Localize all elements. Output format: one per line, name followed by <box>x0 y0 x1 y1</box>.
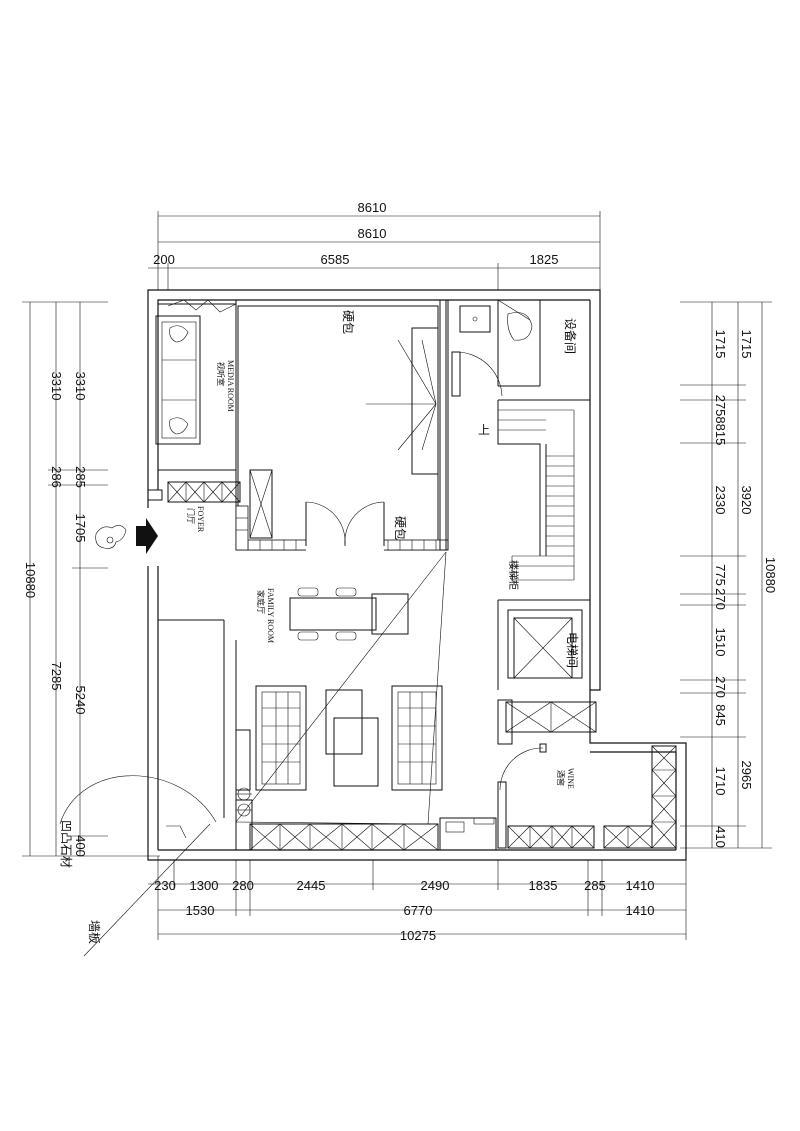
dim-right-mid-3: 2965 <box>739 761 754 790</box>
sofa-left <box>255 685 307 791</box>
dim-right-inner-2: 2758815 <box>713 395 728 446</box>
dim-bottom-8: 1410 <box>626 878 655 893</box>
soft-pack-label-2: 硬包 <box>393 516 407 540</box>
dim-right-inner-4: 775 <box>713 564 728 586</box>
wine-label-en: WINE <box>566 768 575 789</box>
tv-cabinet <box>411 327 439 475</box>
family-room-label-en: FAMILY ROOM <box>266 588 275 643</box>
dim-left-outer: 10880 <box>23 562 38 598</box>
media-room-label-en: MEDIA ROOM <box>226 360 235 412</box>
dim-right-inner-9: 1710 <box>713 767 728 796</box>
soft-pack-room: 硬包 硬包 <box>235 299 449 552</box>
coffee-table <box>325 689 363 755</box>
dim-bottom-2: 1300 <box>190 878 219 893</box>
elevator-label: 电梯间 <box>565 632 579 668</box>
toilet <box>507 312 533 341</box>
foyer: FOYER 门厅 <box>95 469 273 554</box>
right-dimensions: 1715 2758815 2330 775 270 1510 270 845 1… <box>680 301 778 849</box>
dim-left-mid-3: 7285 <box>49 662 64 691</box>
dim-right-inner-6: 1510 <box>713 628 728 657</box>
dim-right-inner-1: 1715 <box>713 330 728 359</box>
dim-right-inner-5: 270 <box>713 588 728 610</box>
equipment-room-label: 设备间 <box>563 318 577 354</box>
dim-left-mid-1: 3310 <box>49 372 64 401</box>
elevator: 电梯间 <box>507 609 583 679</box>
dim-bottom-7: 285 <box>584 878 606 893</box>
dim-bottom-4: 2445 <box>297 878 326 893</box>
dim-right-inner-3: 2330 <box>713 486 728 515</box>
foyer-label-cn: 门厅 <box>186 508 196 524</box>
wc-equipment: 设备间 <box>459 299 577 354</box>
dim-top-seg-2: 6585 <box>321 252 350 267</box>
stone-note-label: 凹凸石材 <box>59 820 73 868</box>
dim-left-inner-5: 400 <box>73 835 88 857</box>
stair-up-label: 上 <box>478 423 490 437</box>
stair-cabinet-label: 楼梯柜 <box>507 560 520 590</box>
dim-right-outer: 10880 <box>763 557 778 593</box>
dim-right-inner-10: 410 <box>713 826 728 848</box>
stair-steps <box>498 409 575 581</box>
dim-bottom-6: 1835 <box>529 878 558 893</box>
sofa <box>155 315 201 445</box>
dim-bottom-3: 280 <box>232 878 254 893</box>
bottom-dimensions: 230 1300 280 2445 2490 1835 285 1410 153… <box>148 856 687 943</box>
family-room: FAMILY ROOM 家庭厅 <box>235 551 447 825</box>
wash-basin <box>459 305 491 333</box>
foyer-cabinet <box>249 469 273 539</box>
dim-left-inner-3: 1705 <box>73 514 88 543</box>
dining-table <box>289 597 377 631</box>
soft-pack-label-1: 硬包 <box>341 310 355 334</box>
dim-top-total-2: 8610 <box>358 226 387 241</box>
dim-top-total-1: 8610 <box>358 200 387 215</box>
dim-bottom2-3: 1410 <box>626 903 655 918</box>
staircase: 上 楼梯柜 <box>445 300 590 690</box>
wine-cellar: WINE 酒窖 <box>497 699 677 849</box>
dim-top-seg-3: 1825 <box>530 252 559 267</box>
media-room-label-cn: 视听室 <box>216 362 226 386</box>
decorative-figure-icon <box>95 525 127 549</box>
left-dimensions: 10880 3310 286 7285 3310 285 1705 5240 4… <box>22 301 160 857</box>
dim-right-mid-1: 1715 <box>739 330 754 359</box>
dim-right-inner-8: 845 <box>713 704 728 726</box>
foyer-label-en: FOYER <box>196 506 205 533</box>
dim-bottom-total: 10275 <box>400 928 436 943</box>
dim-bottom-1: 230 <box>154 878 176 893</box>
dim-left-inner-4: 5240 <box>73 686 88 715</box>
dim-left-inner-1: 3310 <box>73 372 88 401</box>
dim-bottom2-1: 1530 <box>186 903 215 918</box>
dim-bottom-5: 2490 <box>421 878 450 893</box>
media-room: MEDIA ROOM 视听室 <box>155 299 237 471</box>
dim-left-mid-2: 286 <box>49 466 64 488</box>
dim-left-inner-2: 285 <box>73 466 88 488</box>
family-room-label-cn: 家庭厅 <box>256 590 266 614</box>
dim-top-seg-1: 200 <box>153 252 175 267</box>
wall-panel-label: 墙板 <box>87 920 101 944</box>
dim-right-inner-7: 270 <box>713 676 728 698</box>
entry-arrow-icon <box>136 518 158 554</box>
top-dimensions: 8610 8610 200 6585 1825 <box>148 200 601 290</box>
bottom-cabinets <box>249 817 497 851</box>
dining-chairs <box>297 587 357 641</box>
dim-bottom2-2: 6770 <box>404 903 433 918</box>
wine-label-cn: 酒窖 <box>556 770 566 786</box>
sofa-right <box>391 685 443 791</box>
stone-wall-area: 凹凸石材 墙板 <box>59 619 253 957</box>
dim-right-mid-2: 3920 <box>739 486 754 515</box>
double-door <box>305 501 385 552</box>
